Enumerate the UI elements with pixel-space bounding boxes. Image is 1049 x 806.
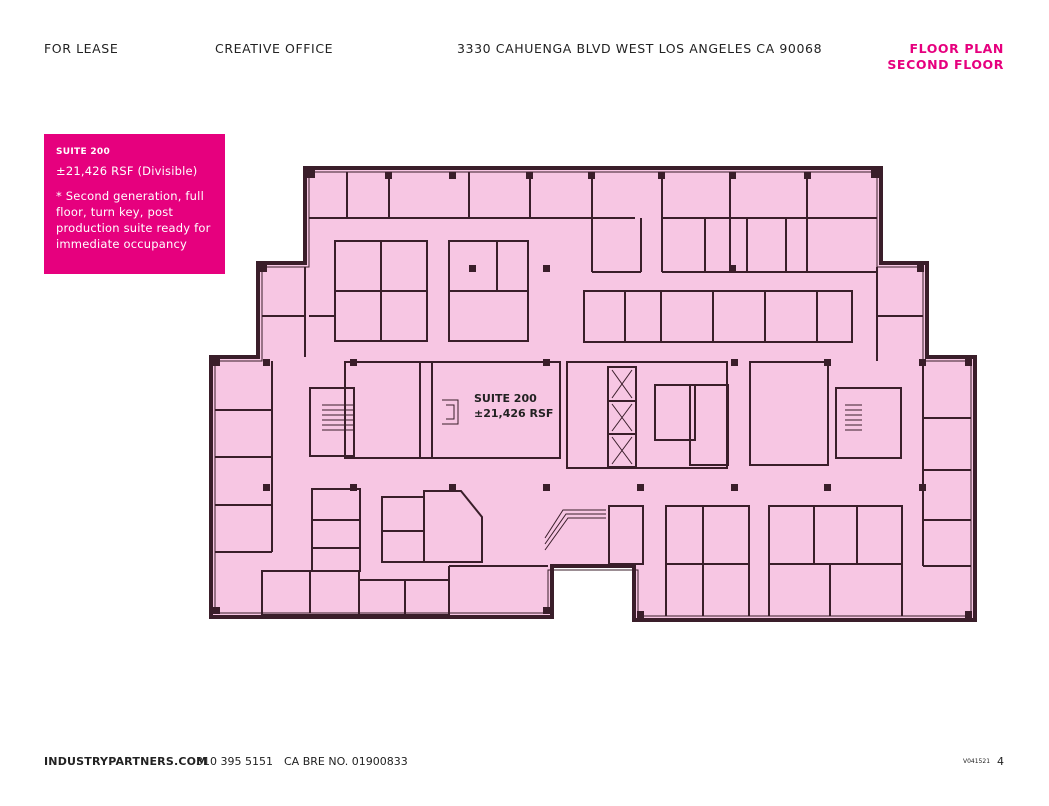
- interior-walls: [215, 172, 971, 616]
- property-address: 3330 CAHUENGA BLVD WEST LOS ANGELES CA 9…: [457, 41, 823, 56]
- plan-subtitle: SECOND FLOOR: [887, 57, 1004, 72]
- for-lease-label: FOR LEASE: [44, 41, 119, 56]
- suite-note: * Second generation, full floor, turn ke…: [56, 189, 211, 251]
- suite-info-box: SUITE 200 ±21,426 RSF (Divisible) * Seco…: [44, 134, 225, 274]
- suite-label: SUITE 200: [56, 147, 111, 157]
- version-code: V041521: [963, 758, 991, 765]
- suite-rsf: ±21,426 RSF (Divisible): [56, 164, 198, 178]
- plan-heading: FLOOR PLAN SECOND FLOOR: [887, 41, 1004, 73]
- website-link[interactable]: INDUSTRYPARTNERS.COM: [44, 755, 208, 768]
- phone-number: 310 395 5151: [196, 755, 273, 768]
- plan-suite-label: SUITE 200: [474, 392, 537, 405]
- property-type-label: CREATIVE OFFICE: [215, 41, 334, 56]
- structural-columns: [213, 170, 972, 618]
- license-number: CA BRE NO. 01900833: [284, 755, 408, 768]
- page-number: 4: [997, 755, 1004, 768]
- plan-suite-rsf: ±21,426 RSF: [474, 407, 553, 420]
- plan-title: FLOOR PLAN: [909, 41, 1004, 56]
